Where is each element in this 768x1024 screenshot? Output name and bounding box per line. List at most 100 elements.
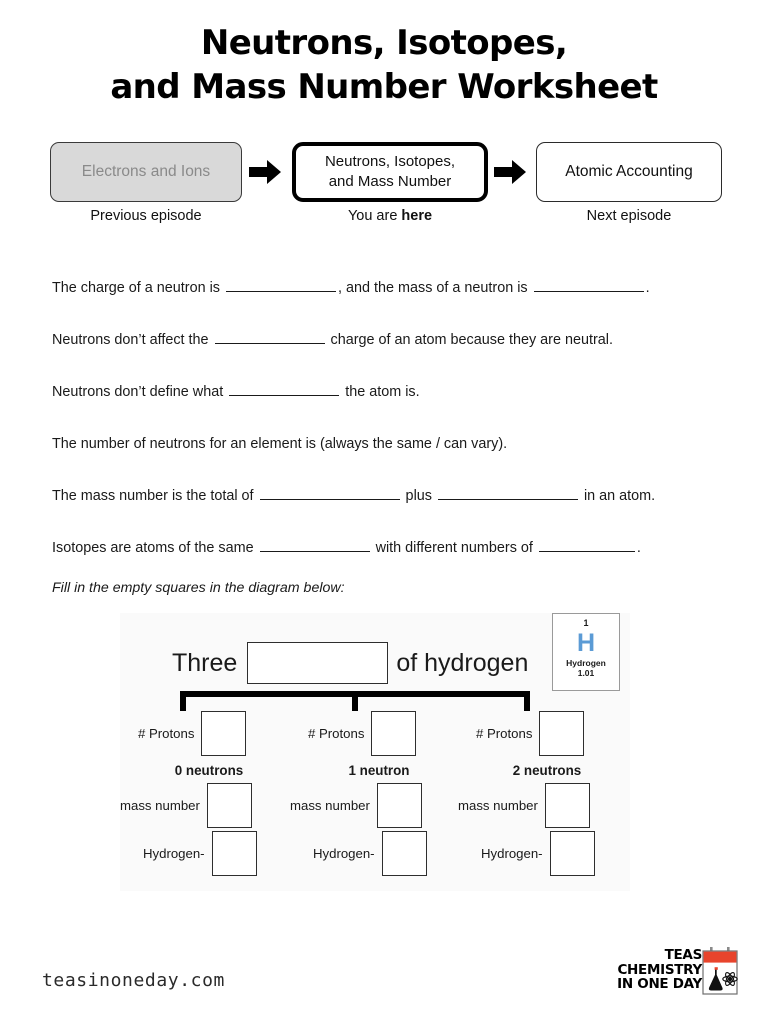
mass-number-label: mass number [120, 798, 200, 813]
isotope-column-1: # Protons 0 neutrons mass number Hydroge… [120, 711, 290, 876]
isotope-answer-box[interactable] [549, 831, 595, 876]
element-symbol: H [576, 628, 596, 657]
isotope-column-2: # Protons 1 neutron mass number Hydrogen… [290, 711, 460, 876]
question-1: The charge of a neutron is , and the mas… [52, 278, 722, 298]
breadcrumb-current-caption-prefix: You are [347, 208, 402, 224]
protons-label: # Protons [476, 726, 533, 741]
answer-blank[interactable] [259, 538, 370, 553]
isotope-column-3: # Protons 2 neutrons mass number Hydroge… [458, 711, 628, 876]
isotope-prefix-label: Hydrogen- [143, 846, 205, 861]
mass-number-answer-box[interactable] [544, 783, 590, 828]
question-4: The number of neutrons for an element is… [52, 435, 722, 454]
page-title: Neutrons, Isotopes, and Mass Number Work… [0, 22, 768, 109]
breadcrumb-current-label: Neutrons, Isotopes, and Mass Number [325, 152, 455, 192]
protons-answer-box[interactable] [371, 711, 417, 756]
question-3-part-1: Neutrons don’t define what [52, 384, 228, 401]
isotope-prefix-label: Hydrogen- [313, 846, 375, 861]
protons-row: # Protons [308, 711, 417, 756]
answer-blank[interactable] [259, 486, 400, 500]
brand-logo-line-2: CHEMISTRY [617, 961, 702, 978]
mass-number-label: mass number [290, 798, 370, 813]
protons-answer-box[interactable] [201, 711, 247, 756]
mass-number-row: mass number [290, 783, 422, 828]
episode-breadcrumb: Electrons and Ions Neutrons, Isotopes, a… [50, 142, 722, 224]
brand-logo-line-1: TEAS [664, 947, 703, 963]
question-6: Isotopes are atoms of the same with diff… [52, 538, 722, 558]
isotope-name-row: Hydrogen- [143, 831, 257, 876]
isotope-diagram: Three of hydrogen 1 H Hydrogen 1.01 # Pr… [120, 613, 630, 891]
question-5-part-3: in an atom. [579, 487, 656, 504]
questions-list: The charge of a neutron is , and the mas… [52, 278, 722, 590]
breadcrumb-previous-label: Electrons and Ions [81, 162, 211, 180]
question-5: The mass number is the total of plus in … [52, 486, 722, 506]
question-4-part-1: The number of neutrons for an element is… [52, 435, 508, 452]
question-2: Neutrons don’t affect the charge of an a… [52, 330, 722, 350]
question-2-part-2: charge of an atom because they are neutr… [326, 332, 613, 349]
question-1-part-3: . [645, 280, 650, 296]
fill-instruction: Fill in the empty squares in the diagram… [52, 580, 345, 596]
answer-blank[interactable] [226, 278, 336, 292]
neutrons-label: 1 neutron [348, 763, 410, 778]
right-arrow-icon [248, 158, 282, 186]
diagram-heading-answer-box[interactable] [247, 642, 389, 684]
element-atomic-mass: 1.01 [577, 668, 595, 679]
element-name: Hydrogen [566, 657, 606, 668]
answer-blank[interactable] [437, 486, 578, 500]
isotope-answer-box[interactable] [211, 831, 257, 876]
breadcrumb-next-label: Atomic Accounting [565, 162, 693, 180]
breadcrumb-current-caption-emphasis: here [401, 208, 433, 224]
question-6-part-1: Isotopes are atoms of the same [52, 540, 258, 557]
mass-number-answer-box[interactable] [376, 783, 422, 828]
isotope-name-row: Hydrogen- [481, 831, 595, 876]
question-3-part-2: the atom is. [341, 384, 420, 401]
protons-label: # Protons [138, 726, 195, 741]
diagram-heading-prefix: Three [172, 648, 238, 677]
breadcrumb-current-label-line-1: Neutrons, Isotopes, [324, 153, 456, 171]
protons-row: # Protons [138, 711, 247, 756]
brand-logo-text: TEAS CHEMISTRY IN ONE DAY [617, 948, 702, 992]
answer-blank[interactable] [533, 278, 644, 292]
breadcrumb-item-next[interactable]: Atomic Accounting [536, 142, 722, 202]
mass-number-row: mass number [120, 783, 252, 828]
diagram-heading-suffix: of hydrogen [396, 648, 529, 677]
question-5-part-2: plus [401, 487, 436, 504]
protons-answer-box[interactable] [539, 711, 585, 756]
page-title-line-1: Neutrons, Isotopes, [200, 23, 568, 63]
isotope-prefix-label: Hydrogen- [481, 846, 543, 861]
question-6-part-3: . [636, 540, 641, 557]
page-title-line-2: and Mass Number Worksheet [110, 66, 658, 107]
footer-website-url: teasinoneday.com [42, 970, 225, 991]
breadcrumb-previous-caption: Previous episode [90, 208, 202, 224]
question-1-part-2: , and the mass of a neutron is [338, 280, 532, 296]
question-2-part-1: Neutrons don’t affect the [52, 332, 213, 349]
mass-number-row: mass number [458, 783, 590, 828]
calendar-flask-atom-icon [700, 946, 740, 996]
breadcrumb-item-previous[interactable]: Electrons and Ions [50, 142, 242, 202]
neutrons-label: 2 neutrons [512, 763, 582, 778]
breadcrumb-next-caption: Next episode [586, 208, 672, 224]
neutrons-label: 0 neutrons [174, 763, 244, 778]
protons-label: # Protons [308, 726, 365, 741]
right-arrow-icon [493, 158, 527, 186]
brand-logo-line-3: IN ONE DAY [617, 976, 702, 993]
protons-row: # Protons [476, 711, 585, 756]
diagram-heading: Three of hydrogen [172, 641, 572, 685]
periodic-element-card-hydrogen: 1 H Hydrogen 1.01 [552, 613, 620, 691]
breadcrumb-item-current[interactable]: Neutrons, Isotopes, and Mass Number [292, 142, 488, 202]
answer-blank[interactable] [538, 538, 635, 553]
question-3: Neutrons don’t define what the atom is. [52, 382, 722, 402]
isotope-answer-box[interactable] [381, 831, 427, 876]
element-atomic-number: 1 [583, 618, 589, 628]
isotope-name-row: Hydrogen- [313, 831, 427, 876]
brand-logo: TEAS CHEMISTRY IN ONE DAY [608, 946, 740, 1002]
mass-number-label: mass number [458, 798, 538, 813]
question-6-part-2: with different numbers of [371, 540, 537, 557]
mass-number-answer-box[interactable] [206, 783, 252, 828]
grouping-bracket-icon [180, 689, 530, 713]
question-1-part-1: The charge of a neutron is [52, 280, 224, 296]
answer-blank[interactable] [229, 382, 340, 397]
breadcrumb-current-caption: You are here [292, 208, 488, 224]
question-5-part-1: The mass number is the total of [52, 487, 258, 504]
breadcrumb-current-label-line-2: and Mass Number [328, 173, 452, 190]
answer-blank[interactable] [214, 330, 325, 345]
